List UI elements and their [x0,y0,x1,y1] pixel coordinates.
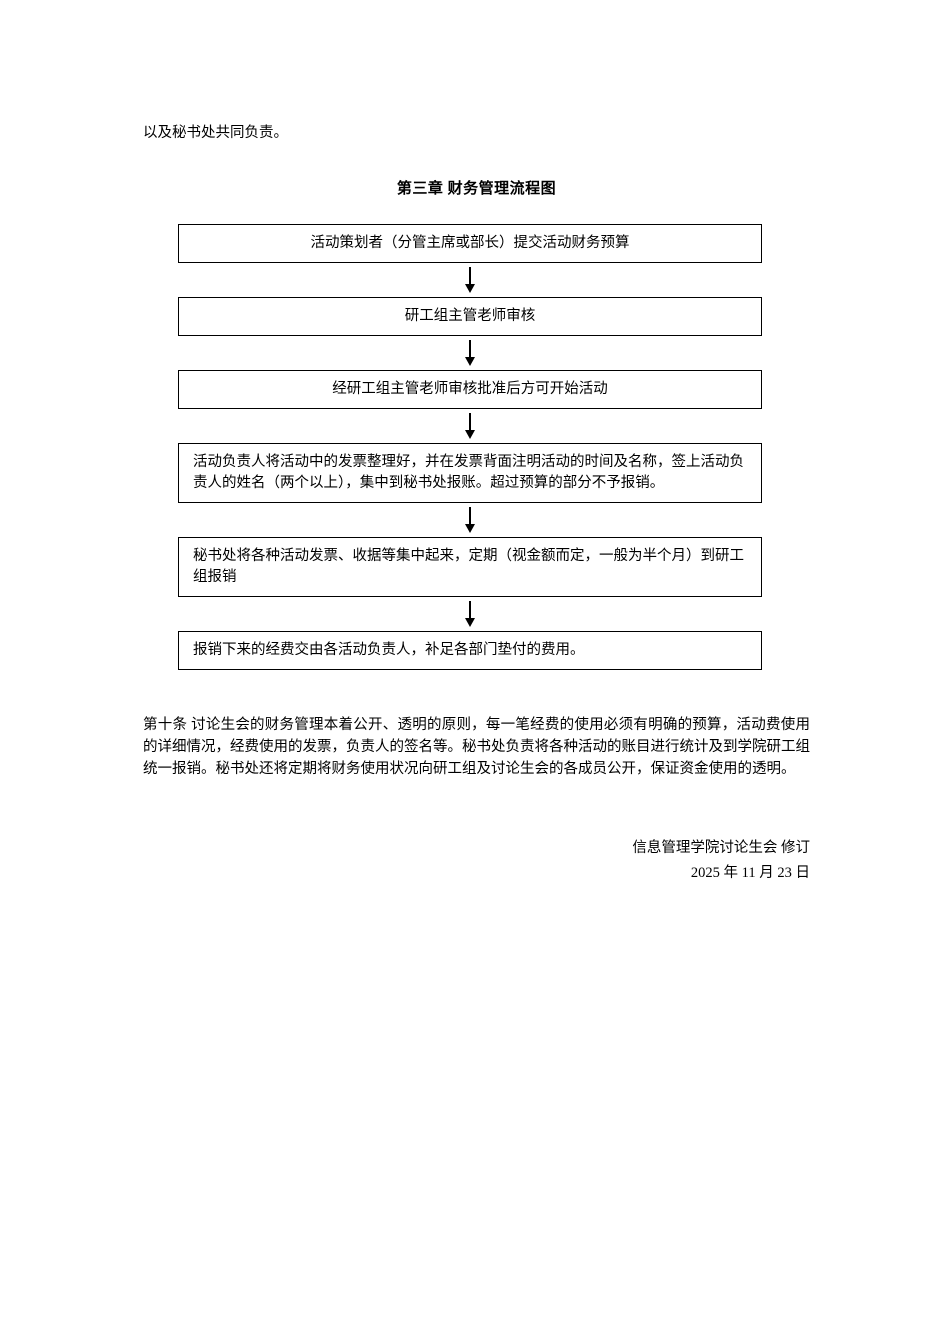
flow-box-4: 活动负责人将活动中的发票整理好，并在发票背面注明活动的时间及名称，签上活动负责人… [178,443,762,503]
flowchart: 活动策划者（分管主席或部长）提交活动财务预算 研工组主管老师审核 经研工组主管老… [143,224,762,670]
down-arrow-icon [178,263,762,297]
arrow-head [465,524,475,533]
arrow-head [465,430,475,439]
article-ten-paragraph: 第十条 讨论生会的财务管理本着公开、透明的原则，每一笔经费的使用必须有明确的预算… [143,717,810,777]
flow-box-2: 研工组主管老师审核 [178,297,762,336]
arrow-head [465,618,475,627]
signature-date-line: 2025 年 11 月 23 日 [690,865,810,881]
down-arrow-icon [178,503,762,537]
down-arrow-icon [178,597,762,631]
arrow-shaft [469,601,471,618]
arrow-shaft [469,507,471,524]
arrow-shaft [469,340,471,357]
arrow-head [465,284,475,293]
down-arrow-icon [178,336,762,370]
arrow-shaft [469,267,471,284]
flow-box-5: 秘书处将各种活动发票、收据等集中起来，定期（视金额而定，一般为半个月）到研工组报… [178,537,762,597]
signature-block: 信息管理学院讨论生会 修订 2025 年 11 月 23 日 [143,836,810,886]
intro-text: 以及秘书处共同负责。 [143,125,288,141]
arrow-head [465,357,475,366]
signature-org-line: 信息管理学院讨论生会 修订 [632,840,810,856]
flow-box-1: 活动策划者（分管主席或部长）提交活动财务预算 [178,224,762,263]
flow-box-6: 报销下来的经费交由各活动负责人，补足各部门垫付的费用。 [178,631,762,670]
chapter-title: 第三章 财务管理流程图 [396,181,557,197]
down-arrow-icon [178,409,762,443]
flow-box-3: 经研工组主管老师审核批准后方可开始活动 [178,370,762,409]
arrow-shaft [469,413,471,430]
